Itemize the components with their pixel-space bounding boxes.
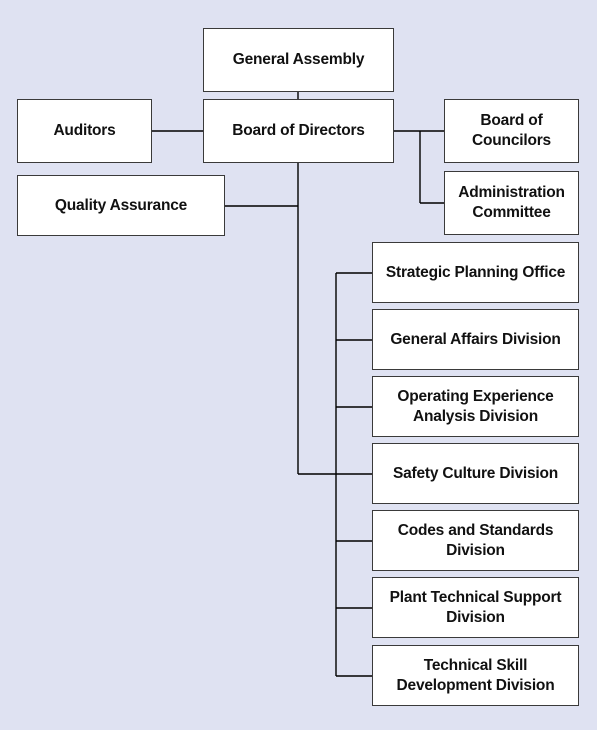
- administration-committee-box: Administration Committee: [444, 171, 579, 235]
- technical-skill-development-division-box: Technical Skill Development Division: [372, 645, 579, 706]
- board-of-directors-label: Board of Directors: [232, 122, 365, 139]
- quality-assurance-label: Quality Assurance: [54, 196, 188, 214]
- quality-assurance-box: Quality Assurance: [17, 175, 225, 236]
- board-of-councilors-label: Board of Councilors: [472, 112, 551, 149]
- division-label: Strategic Planning Office: [385, 263, 566, 281]
- safety-culture-division-box: Safety Culture Division: [372, 443, 579, 504]
- general-assembly-label: General Assembly: [232, 51, 365, 68]
- auditors-box: Auditors: [17, 99, 152, 163]
- administration-committee-label: Administration Committee: [458, 184, 565, 221]
- division-label: General Affairs Division: [390, 330, 561, 348]
- board-of-directors-box: Board of Directors: [203, 99, 394, 163]
- board-of-councilors-box: Board of Councilors: [444, 99, 579, 163]
- codes-and-standards-division-box: Codes and Standards Division: [372, 510, 579, 571]
- general-assembly-box: General Assembly: [203, 28, 394, 92]
- auditors-label: Auditors: [53, 122, 116, 139]
- operating-experience-analysis-division-box: Operating Experience Analysis Division: [372, 376, 579, 437]
- plant-technical-support-division-box: Plant Technical Support Division: [372, 577, 579, 638]
- division-label: Safety Culture Division: [392, 464, 559, 482]
- division-label: Operating Experience Analysis Division: [397, 387, 554, 425]
- general-affairs-division-box: General Affairs Division: [372, 309, 579, 370]
- division-label: Plant Technical Support Division: [389, 588, 562, 626]
- strategic-planning-office-box: Strategic Planning Office: [372, 242, 579, 303]
- division-label: Codes and Standards Division: [397, 521, 554, 559]
- division-label: Technical Skill Development Division: [396, 656, 555, 694]
